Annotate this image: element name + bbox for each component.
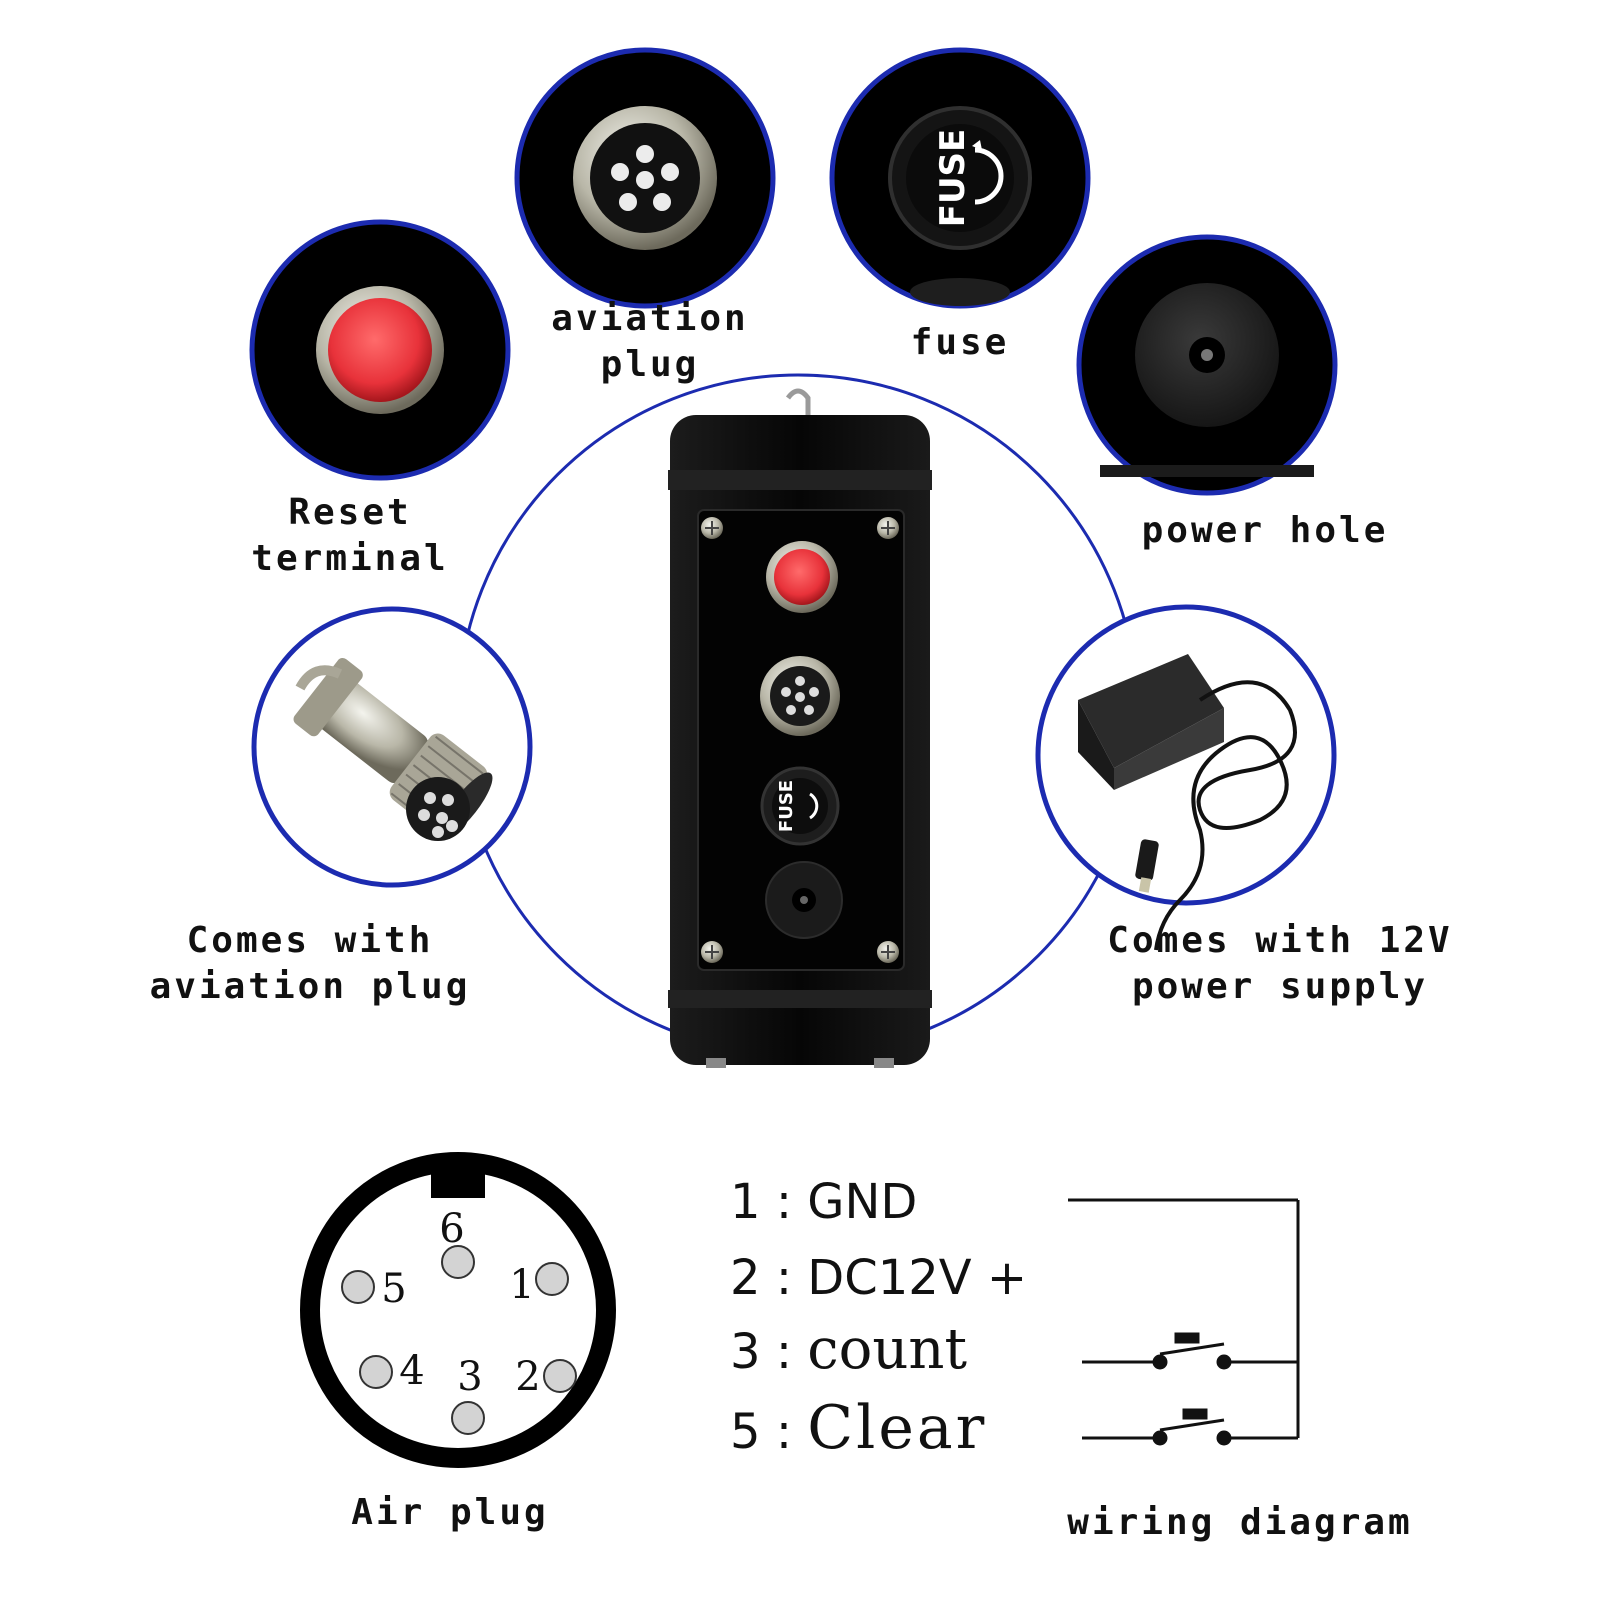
air-plug-diagram: 6 5 1 4 3 2 [300, 1152, 616, 1468]
svg-text:5: 5 [381, 1266, 406, 1312]
clear-switch [1082, 1408, 1298, 1446]
svg-text:FUSE: FUSE [933, 129, 973, 228]
svg-text:6: 6 [439, 1206, 464, 1252]
device-fuse-holder: FUSE [760, 766, 840, 846]
pin-3: 3 [451, 1354, 485, 1435]
pinout-row-count: 3 : count [730, 1317, 967, 1382]
svg-text:3: 3 [457, 1354, 482, 1400]
air-plug-caption: Air plug [351, 1492, 549, 1533]
pin-4: 4 [359, 1348, 425, 1394]
wiring-diagram-caption: wiring diagram [1067, 1502, 1413, 1543]
power-supply-accessory [1035, 604, 1337, 951]
svg-text:1: 1 [509, 1262, 534, 1308]
device-reset-button [766, 541, 838, 613]
svg-text:2: 2 [515, 1354, 540, 1400]
device-aviation-socket [760, 656, 840, 736]
pinout-row-dc12v: 2 : DC12V + [730, 1250, 1028, 1306]
counter-device: FUSE [668, 388, 932, 1068]
reset-terminal-closeup [249, 219, 511, 481]
pin-2: 2 [515, 1354, 577, 1400]
power-hole-closeup [1076, 234, 1338, 496]
wiring-schematic [1068, 1198, 1300, 1446]
svg-text:4: 4 [399, 1348, 424, 1394]
pin-6: 6 [439, 1206, 475, 1279]
screw-icon [877, 517, 899, 539]
label-fuse: fuse [910, 322, 1010, 363]
fuse-closeup: FUSE [829, 47, 1091, 309]
count-switch [1082, 1332, 1298, 1370]
pinout-row-clear: 5 : Clear [730, 1393, 988, 1463]
aviation-plug-closeup [514, 47, 776, 309]
screw-icon [701, 517, 723, 539]
device-power-jack [765, 861, 843, 939]
label-power-hole: power hole [1141, 510, 1389, 551]
screw-icon [877, 941, 899, 963]
screw-icon [701, 941, 723, 963]
pinout-row-gnd: 1 : GND [730, 1174, 918, 1230]
pin-5: 5 [341, 1266, 407, 1312]
aviation-plug-accessory [251, 606, 533, 888]
pin-1: 1 [509, 1262, 569, 1308]
svg-text:FUSE: FUSE [776, 780, 797, 832]
